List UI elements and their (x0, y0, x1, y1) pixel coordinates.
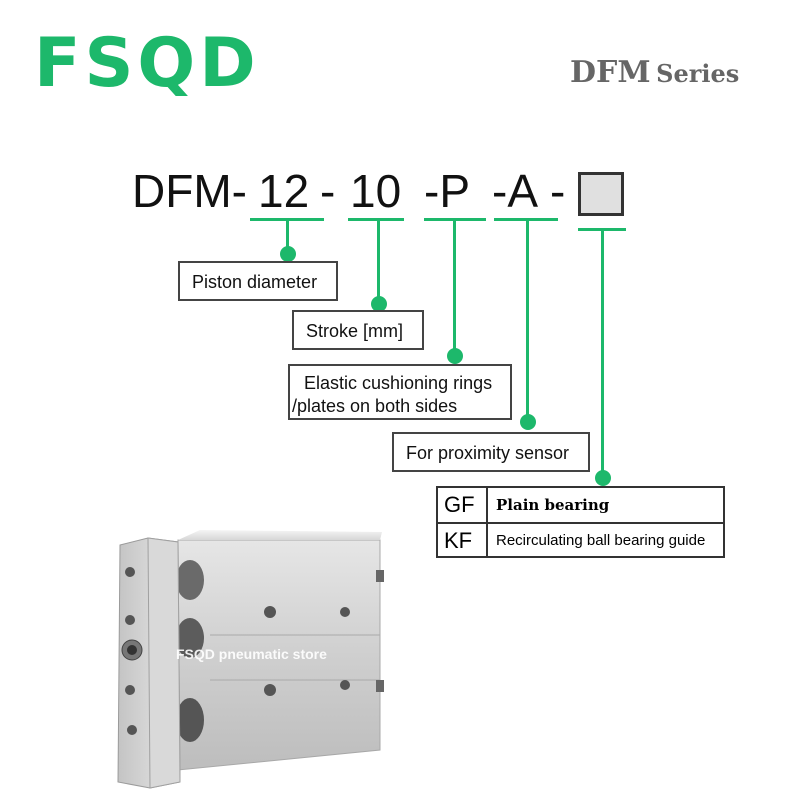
connector-cushion (453, 219, 456, 355)
series-main: DFM (570, 55, 651, 90)
connector-stroke (377, 219, 380, 303)
series-suffix: Series (656, 59, 740, 88)
label-proximity-sensor: For proximity sensor (392, 432, 590, 472)
label-piston-diameter: Piston diameter (178, 261, 338, 301)
underline-stroke (348, 218, 404, 221)
label-stroke: Stroke [mm] (292, 310, 424, 350)
option-description: Recirculating ball bearing guide (496, 532, 706, 549)
label-text: Stroke [mm] (306, 321, 404, 341)
code-cushion: -P (424, 165, 470, 217)
label-text: Elastic cushioning rings (304, 373, 493, 393)
code-guide-placeholder-box (578, 172, 624, 216)
code-diameter: 12 (258, 165, 310, 217)
option-code: GF (438, 488, 488, 522)
label-text: Piston diameter (192, 272, 318, 292)
connector-guide (601, 229, 604, 475)
table-row: GF Plain bearing (438, 488, 723, 524)
guide-options-table: GF Plain bearing KF Recirculating ball b… (436, 486, 725, 558)
table-row: KF Recirculating ball bearing guide (438, 524, 723, 558)
connector-dot (280, 246, 296, 262)
code-separator: - (320, 165, 336, 217)
code-sensor: -A (492, 165, 538, 217)
option-description: Plain bearing (496, 496, 610, 514)
code-prefix: DFM- (132, 165, 247, 217)
connector-diameter (286, 219, 289, 253)
connector-dot (447, 348, 463, 364)
connector-dot (595, 470, 611, 486)
label-text: /plates on both sides (292, 395, 458, 416)
connector-dot (520, 414, 536, 430)
series-title: DFM Series (570, 58, 739, 88)
connector-sensor (526, 219, 529, 421)
code-stroke: 10 (350, 165, 402, 217)
code-separator: - (550, 165, 566, 217)
label-cushioning: Elastic cushioning rings /plates on both… (288, 364, 512, 420)
brand-logo: FSQD (34, 24, 260, 103)
product-cylinder-image (117, 530, 384, 789)
label-text: For proximity sensor (406, 443, 570, 463)
connector-dot (371, 296, 387, 312)
watermark-text: FSQD pneumatic store (176, 646, 327, 662)
option-code: KF (438, 524, 488, 558)
